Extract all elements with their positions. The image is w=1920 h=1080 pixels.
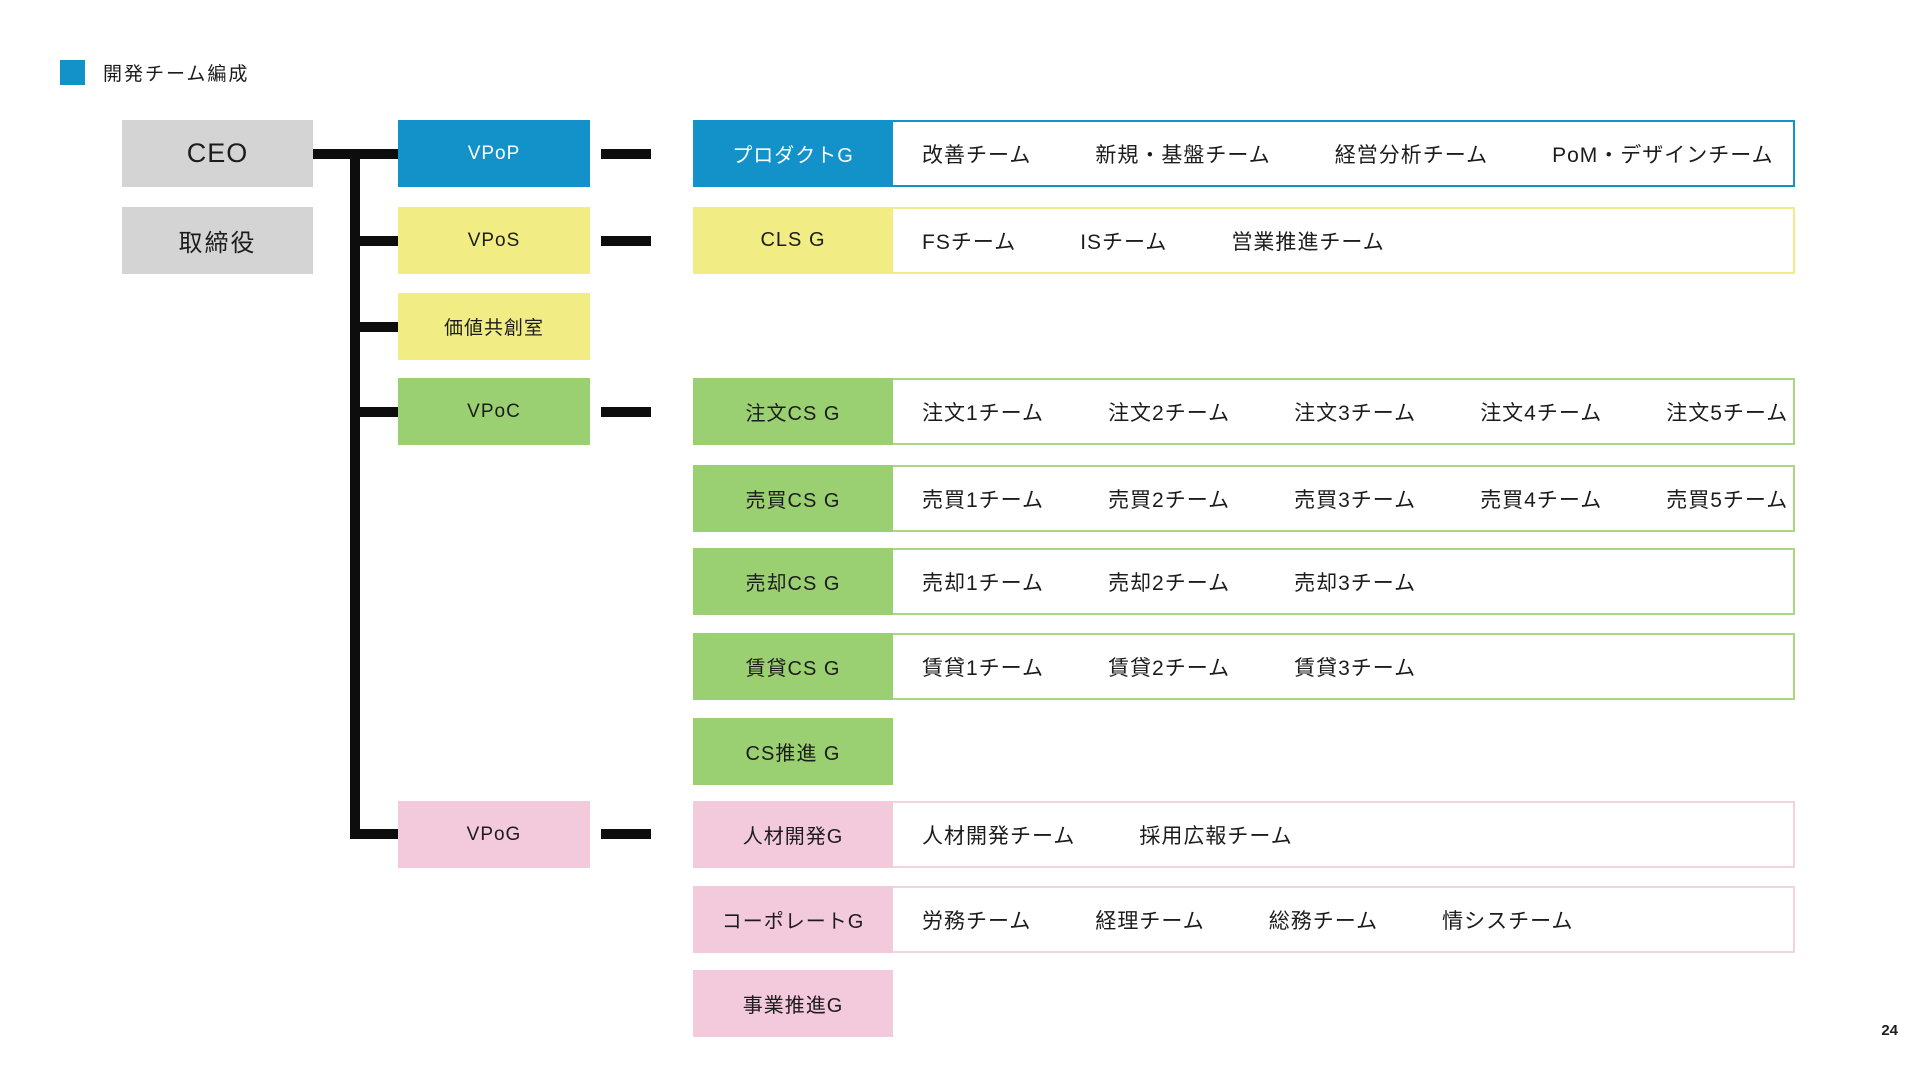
team-item: 労務チーム bbox=[922, 909, 1032, 933]
slide-title-text: 開発チーム編成 bbox=[103, 64, 250, 85]
org-box-vpog: VPoG bbox=[398, 801, 590, 868]
group-box-hr: 人材開発G bbox=[693, 801, 893, 868]
team-item: 賃貸2チーム bbox=[1108, 656, 1231, 680]
org-box-value-cocreation: 価値共創室 bbox=[398, 293, 590, 360]
team-item: 売買1チーム bbox=[922, 488, 1045, 512]
org-box-vpop: VPoP bbox=[398, 120, 590, 187]
connector-vpos-cls bbox=[601, 236, 651, 246]
team-item: 売買3チーム bbox=[1294, 488, 1417, 512]
org-box-ceo: CEO bbox=[122, 120, 313, 187]
team-item: ISチーム bbox=[1080, 230, 1168, 254]
group-box-product: プロダクトG bbox=[693, 120, 893, 187]
team-item: 営業推進チーム bbox=[1231, 230, 1385, 254]
team-item: 注文4チーム bbox=[1480, 401, 1603, 425]
group-box-order: 注文CS G bbox=[693, 378, 893, 445]
team-item: PoM・デザインチーム bbox=[1552, 143, 1774, 167]
connector-stub-value-cocreation bbox=[350, 322, 398, 332]
team-item: 情シスチーム bbox=[1442, 909, 1574, 933]
team-item: 売買5チーム bbox=[1666, 488, 1789, 512]
team-item: FSチーム bbox=[922, 230, 1017, 254]
connector-trunk-vertical bbox=[350, 149, 360, 839]
team-item: 新規・基盤チーム bbox=[1095, 143, 1271, 167]
group-box-cls: CLS G bbox=[693, 207, 893, 274]
connector-vpog-hr bbox=[601, 829, 651, 839]
org-box-vpoc: VPoC bbox=[398, 378, 590, 445]
team-item: 経営分析チーム bbox=[1334, 143, 1489, 167]
team-item: 売却1チーム bbox=[922, 571, 1045, 595]
team-item: 賃貸1チーム bbox=[922, 656, 1045, 680]
team-item: 注文5チーム bbox=[1666, 401, 1789, 425]
group-box-sell: 売却CS G bbox=[693, 548, 893, 615]
connector-vpop-product bbox=[601, 149, 651, 159]
org-box-director: 取締役 bbox=[122, 207, 313, 274]
team-item: 注文3チーム bbox=[1294, 401, 1417, 425]
team-item: 採用広報チーム bbox=[1139, 824, 1293, 848]
team-item: 総務チーム bbox=[1268, 909, 1379, 933]
title-bullet-icon bbox=[60, 60, 85, 85]
team-item: 売却3チーム bbox=[1294, 571, 1417, 595]
team-item: 注文2チーム bbox=[1108, 401, 1231, 425]
team-item: 売却2チーム bbox=[1108, 571, 1231, 595]
connector-stub-vpog bbox=[350, 829, 398, 839]
slide-title: 開発チーム編成 bbox=[60, 59, 249, 86]
team-item: 賃貸3チーム bbox=[1294, 656, 1417, 680]
connector-stub-vpos bbox=[350, 236, 398, 246]
connector-vpoc-order bbox=[601, 407, 651, 417]
team-item: 売買2チーム bbox=[1108, 488, 1231, 512]
group-box-rent: 賃貸CS G bbox=[693, 633, 893, 700]
connector-stub-vpoc bbox=[350, 407, 398, 417]
group-box-corporate: コーポレートG bbox=[693, 886, 893, 953]
group-box-cs-promotion: CS推進 G bbox=[693, 718, 893, 785]
team-item: 人材開発チーム bbox=[922, 824, 1076, 848]
team-item: 経理チーム bbox=[1095, 909, 1205, 933]
page-number: 24 bbox=[1881, 1022, 1898, 1039]
team-item: 改善チーム bbox=[922, 143, 1032, 167]
group-box-trade: 売買CS G bbox=[693, 465, 893, 532]
team-item: 注文1チーム bbox=[922, 401, 1045, 425]
group-box-business-promotion: 事業推進G bbox=[693, 970, 893, 1037]
org-box-vpos: VPoS bbox=[398, 207, 590, 274]
team-item: 売買4チーム bbox=[1480, 488, 1603, 512]
